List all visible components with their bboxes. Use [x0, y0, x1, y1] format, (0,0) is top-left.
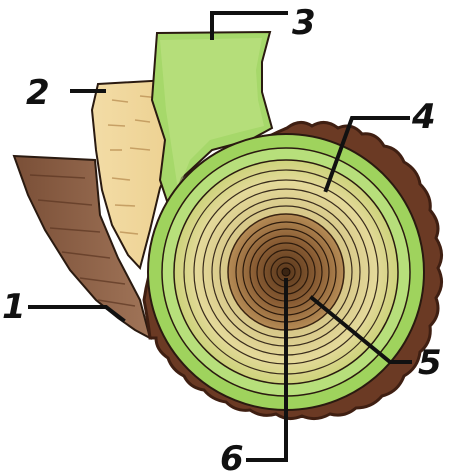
label-4: 4 — [411, 97, 436, 137]
pith — [282, 268, 290, 276]
leader-line-1 — [30, 307, 123, 320]
label-2: 2 — [26, 73, 50, 113]
label-6: 6 — [220, 439, 244, 474]
label-3: 3 — [292, 3, 316, 43]
label-5: 5 — [418, 343, 442, 383]
label-1: 1 — [2, 287, 26, 327]
